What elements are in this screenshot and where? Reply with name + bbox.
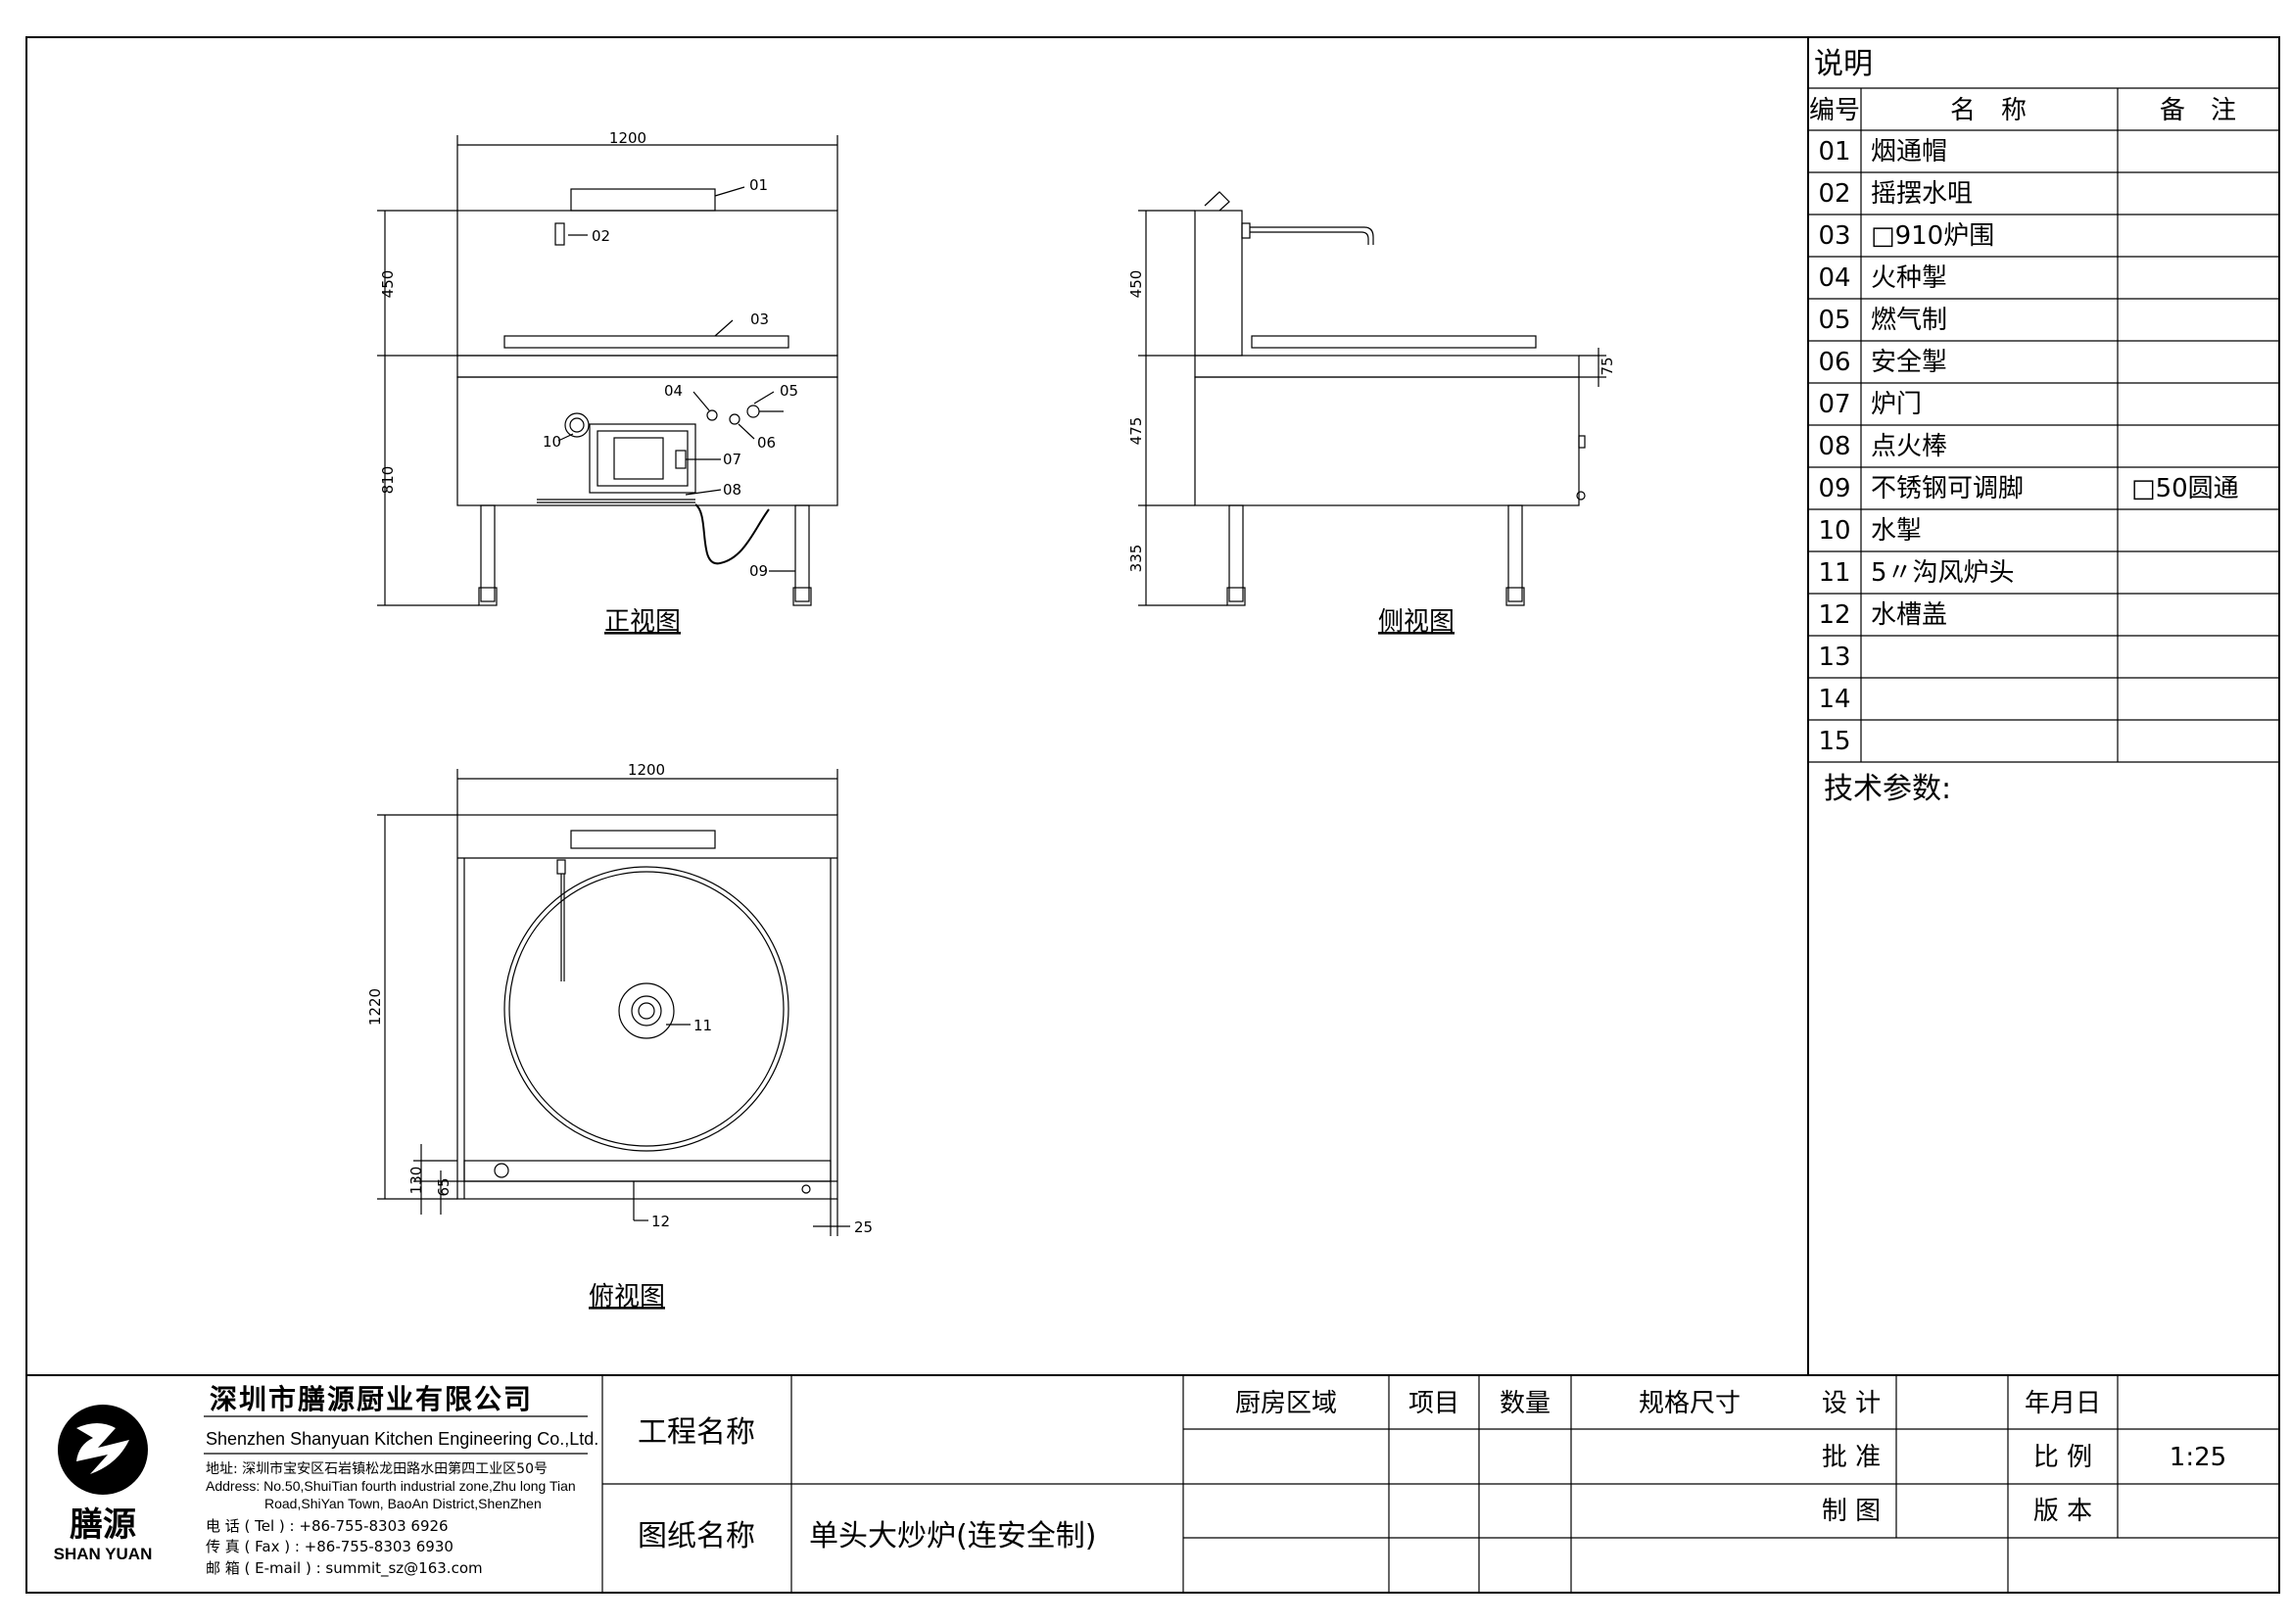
tech-params-label: 技术参数: [1824, 772, 1951, 806]
design-label: 设 计 [1822, 1389, 1881, 1418]
legend-row-name: 摇摆水咀 [1871, 179, 1973, 209]
legend-row-name: 5〃沟风炉头 [1871, 558, 2015, 588]
legend-row-num: 13 [1818, 643, 1850, 672]
col-qty: 数量 [1500, 1389, 1551, 1418]
legend-row-num: 03 [1818, 221, 1850, 251]
legend-row-note: □50圆通 [2131, 474, 2239, 503]
project-name-label: 工程名称 [638, 1415, 755, 1450]
legend-row-name: 不锈钢可调脚 [1871, 474, 2024, 503]
legend-row-name: 水掣 [1871, 516, 1922, 546]
callout-12: 12 [651, 1213, 670, 1230]
address-en-1: Address: No.50,ShuiTian fourth industria… [206, 1478, 576, 1494]
legend-row-name: 烟通帽 [1871, 137, 1947, 167]
address-cn: 地址: 深圳市宝安区石岩镇松龙田路水田第四工业区50号 [206, 1460, 548, 1477]
top-d1-dim: 130 [407, 1167, 425, 1195]
sheet-border [25, 36, 2280, 1594]
title-block: 膳源 SHAN YUAN 深圳市膳源厨业有限公司 Shenzhen Shanyu… [26, 1374, 2279, 1593]
legend-row-num: 10 [1818, 516, 1850, 546]
front-h2-dim: 810 [379, 466, 397, 495]
side-view: 450 475 335 75 侧视图 [1127, 191, 1616, 637]
side-view-label: 侧视图 [1378, 607, 1455, 637]
legend-row-num: 07 [1818, 390, 1850, 419]
scale-label: 比 例 [2033, 1443, 2092, 1472]
approve-label: 批 准 [1822, 1443, 1881, 1472]
legend-row-name: 燃气制 [1871, 306, 1947, 335]
legend-row-num: 04 [1818, 263, 1850, 293]
callout-11: 11 [693, 1017, 712, 1034]
legend-row-name: 安全掣 [1871, 348, 1947, 377]
legend-title: 说明 [1814, 47, 1873, 81]
callout-10: 10 [543, 433, 561, 451]
company-fax: 传 真 ( Fax ) : +86-755-8303 6930 [206, 1538, 453, 1555]
legend-row-num: 08 [1818, 432, 1850, 461]
drawing-name-label: 图纸名称 [638, 1519, 755, 1553]
legend-row-num: 02 [1818, 179, 1850, 209]
date-label: 年月日 [2025, 1389, 2101, 1418]
callout-04: 04 [664, 382, 683, 400]
company-tel: 电 话 ( Tel ) : +86-755-8303 6926 [206, 1517, 449, 1535]
logo-en: SHAN YUAN [54, 1545, 153, 1563]
callout-09: 09 [749, 562, 768, 580]
top-d3-dim: 25 [854, 1218, 873, 1236]
drawing-name-value: 单头大炒炉(连安全制) [809, 1519, 1096, 1553]
legend-row-name: 炉门 [1871, 390, 1922, 419]
legend-row-name: 火种掣 [1871, 263, 1947, 293]
top-width-dim: 1200 [628, 761, 665, 779]
legend-row-name: 点火棒 [1871, 432, 1947, 461]
legend-row-name: □910炉围 [1871, 221, 1994, 251]
front-view: 1200 01 02 03 10 04 06 05 [377, 129, 838, 637]
front-h1-dim: 450 [379, 270, 397, 299]
company-name-cn: 深圳市膳源厨业有限公司 [210, 1383, 533, 1415]
callout-03: 03 [750, 310, 769, 328]
side-h2-dim: 475 [1127, 417, 1145, 446]
logo-cn: 膳源 [70, 1505, 136, 1545]
legend-row-num: 15 [1818, 727, 1850, 756]
col-item: 项目 [1408, 1389, 1459, 1418]
top-view: 1200 11 12 1220 130 [366, 761, 873, 1312]
company-email: 邮 箱 ( E-mail ) : summit_sz@163.com [206, 1559, 483, 1578]
front-view-label: 正视图 [604, 607, 681, 637]
legend-row-num: 14 [1818, 685, 1850, 714]
col-size: 规格尺寸 [1639, 1389, 1741, 1418]
draw-label: 制 图 [1822, 1497, 1881, 1526]
col-kitchen-area: 厨房区域 [1235, 1389, 1337, 1418]
company-logo [58, 1405, 148, 1495]
legend-row-num: 09 [1818, 474, 1850, 503]
legend-table: 说明 编号 名 称 备 注 01 烟通帽 02 摇摆水咀 03 □910炉围 04 火种掣 05… [1807, 37, 2279, 1375]
company-name-en: Shenzhen Shanyuan Kitchen Engineering Co… [206, 1429, 598, 1449]
legend-row-num: 01 [1818, 137, 1850, 167]
side-h1-dim: 450 [1127, 270, 1145, 299]
legend-row-num: 11 [1818, 558, 1850, 588]
legend-row-name: 水槽盖 [1871, 600, 1947, 630]
callout-01: 01 [749, 176, 768, 194]
callout-05: 05 [780, 382, 798, 400]
top-depth-dim: 1220 [366, 988, 384, 1026]
side-d1-dim: 75 [1599, 357, 1616, 375]
header-num: 编号 [1809, 96, 1860, 125]
callout-02: 02 [592, 227, 610, 245]
legend-row-num: 06 [1818, 348, 1850, 377]
legend-row-num: 05 [1818, 306, 1850, 335]
callout-08: 08 [723, 481, 741, 499]
callout-07: 07 [723, 451, 741, 468]
version-label: 版 本 [2033, 1497, 2092, 1526]
address-en-2: Road,ShiYan Town, BaoAn District,ShenZhe… [264, 1496, 542, 1511]
legend-row-num: 12 [1818, 600, 1850, 630]
top-d2-dim: 65 [435, 1177, 453, 1196]
front-width-dim: 1200 [609, 129, 646, 147]
header-name: 名 称 [1950, 96, 2027, 125]
side-h3-dim: 335 [1127, 545, 1145, 573]
top-view-label: 俯视图 [589, 1282, 665, 1312]
scale-value: 1:25 [2170, 1443, 2226, 1472]
header-note: 备 注 [2160, 96, 2236, 125]
callout-06: 06 [757, 434, 776, 452]
